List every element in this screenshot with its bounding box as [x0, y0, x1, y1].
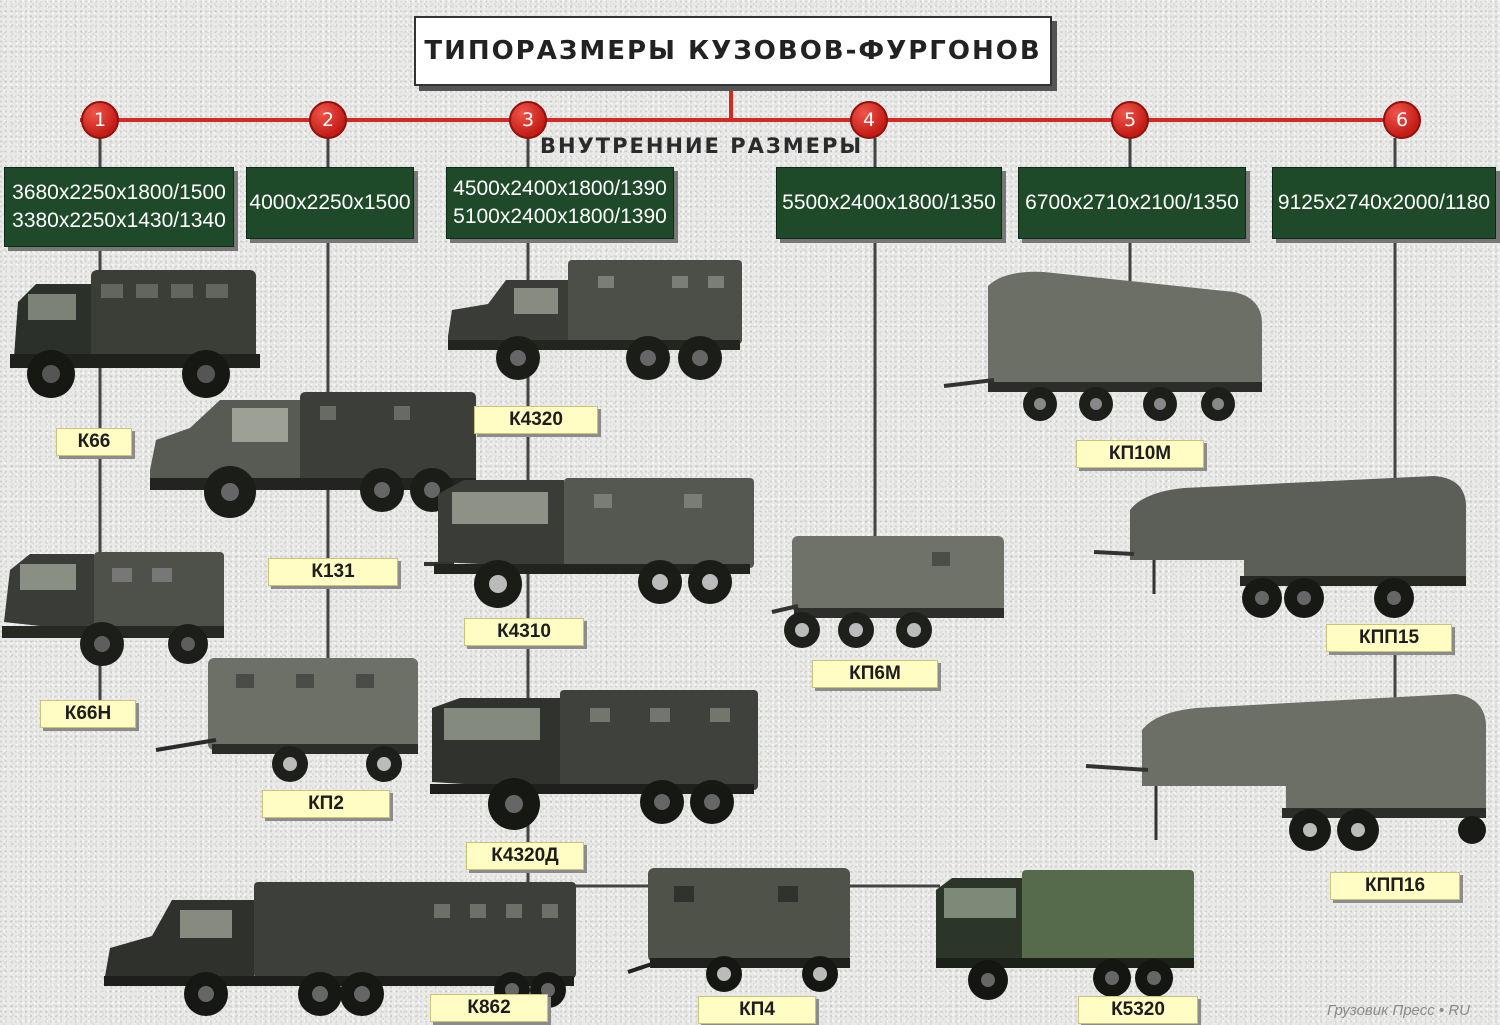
- group-number-5: 5: [1111, 101, 1149, 139]
- dimension-6-a: 9125x2740x2000/1180: [1277, 191, 1491, 214]
- dimension-box-2: 4000x2250x1500: [246, 167, 414, 239]
- vehicle-label-k4320d: К4320Д: [466, 842, 584, 870]
- trailer-kp6m-image: [771, 536, 1004, 648]
- vehicle-label-k66n: К66Н: [40, 700, 136, 728]
- vehicle-label-kp10m: КП10М: [1076, 440, 1204, 468]
- semitrailer-kpp15-image: [1093, 476, 1466, 618]
- vehicle-label-kp2: КП2: [262, 790, 390, 818]
- vehicle-label-kpp16: КПП16: [1330, 872, 1460, 900]
- dimension-1-b: 3380x2250x1430/1340: [12, 209, 226, 232]
- dimension-4-a: 5500x2400x1800/1350: [782, 191, 996, 214]
- dimension-box-6: 9125x2740x2000/1180: [1272, 167, 1496, 239]
- trailer-kp10m-image: [943, 271, 1262, 421]
- truck-k4320-image: [448, 260, 742, 380]
- vehicle-label-kpp15: КПП15: [1326, 624, 1452, 652]
- vehicle-label-kp4: КП4: [698, 996, 816, 1024]
- semitrailer-kpp16-image: [1085, 694, 1486, 851]
- group-number-2: 2: [309, 101, 347, 139]
- vehicle-label-k862: К862: [430, 994, 548, 1022]
- truck-k4320d-image: [430, 690, 758, 830]
- dimension-box-4: 5500x2400x1800/1350: [776, 167, 1002, 239]
- diagram-subtitle: ВНУТРЕННИЕ РАЗМЕРЫ: [540, 134, 864, 158]
- trailer-kp4-image: [627, 868, 850, 992]
- vehicle-label-k4320: К4320: [474, 406, 598, 434]
- truck-k5320-image: [936, 870, 1194, 1000]
- truck-k66n-image: [2, 552, 224, 666]
- dimension-5-a: 6700x2710x2100/1350: [1025, 191, 1239, 214]
- dimension-3-a: 4500x2400x1800/1390: [453, 177, 667, 200]
- group-number-1: 1: [81, 101, 119, 139]
- dimension-1-a: 3680x2250x1800/1500: [12, 181, 226, 204]
- diagram-title: ТИПОРАЗМЕРЫ КУЗОВОВ-ФУРГОНОВ: [414, 16, 1052, 86]
- group-number-6: 6: [1383, 101, 1421, 139]
- trailer-kp2-image: [155, 658, 418, 782]
- dimension-3-b: 5100x2400x1800/1390: [453, 205, 667, 228]
- group-number-4: 4: [850, 101, 888, 139]
- dimension-box-3: 4500x2400x1800/1390 5100x2400x1800/1390: [446, 167, 674, 239]
- group-number-3: 3: [509, 101, 547, 139]
- truck-k66-image: [10, 270, 260, 398]
- truck-k4310-image: [424, 478, 754, 608]
- dimension-box-1: 3680x2250x1800/1500 3380x2250x1430/1340: [4, 167, 234, 247]
- truck-k131-image: [150, 392, 476, 518]
- watermark: Грузовик Пресс • RU: [1326, 1002, 1470, 1019]
- vehicle-label-kp6m: КП6М: [812, 660, 938, 688]
- vehicle-label-k5320: К5320: [1078, 996, 1198, 1024]
- dimension-2-a: 4000x2250x1500: [249, 191, 411, 214]
- vehicle-label-k131: К131: [268, 558, 398, 586]
- dimension-box-5: 6700x2710x2100/1350: [1018, 167, 1246, 239]
- vehicle-label-k66: К66: [56, 428, 132, 456]
- vehicle-label-k4310: К4310: [464, 618, 584, 646]
